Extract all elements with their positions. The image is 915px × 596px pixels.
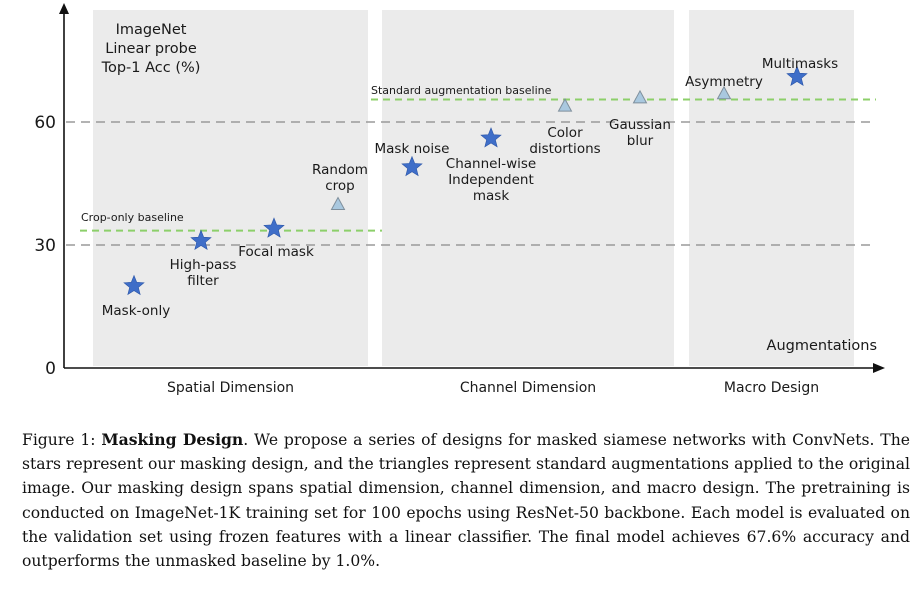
- baseline-label-crop-only-baseline: Crop-only baseline: [81, 211, 184, 224]
- data-label-focal-mask: Focal mask: [238, 244, 314, 260]
- y-tick-label-60: 60: [34, 113, 56, 133]
- region-macro-design: [689, 10, 854, 366]
- region-spatial-dimension: [93, 10, 368, 366]
- caption-body: . We propose a series of designs for mas…: [22, 431, 910, 571]
- caption-prefix: Figure 1:: [22, 431, 96, 449]
- y-axis-arrowhead: [59, 3, 69, 14]
- data-points: [123, 65, 808, 296]
- point-triangle-random-crop: [330, 196, 346, 210]
- point-star-multimasks: [786, 65, 808, 87]
- caption-title: Masking Design: [101, 430, 244, 449]
- x-axis-label: Augmentations: [767, 338, 877, 354]
- scatter-chart: Crop-only baseline Standard augmentation …: [34, 3, 885, 396]
- point-star-high-pass-filter: [190, 229, 212, 251]
- axes: [59, 3, 885, 373]
- data-label-multimasks: Multimasks: [762, 56, 838, 72]
- data-label-mask-noise: Mask noise: [375, 141, 450, 157]
- point-triangle-gaussian-blur: [632, 89, 648, 104]
- point-star-focal-mask: [263, 217, 285, 238]
- baselines: Crop-only baseline Standard augmentation …: [80, 84, 876, 232]
- y-tick-label-30: 30: [34, 236, 56, 256]
- region-labels: Spatial Dimension Channel Dimension Macro …: [167, 380, 819, 396]
- region-label-channel-dimension: Channel Dimension: [460, 380, 596, 396]
- point-star-mask-noise: [401, 155, 423, 177]
- baseline-label-standard-augmentation-baseline: Standard augmentation baseline: [371, 84, 552, 97]
- region-channel-dimension: [382, 10, 674, 366]
- data-label-mask-only: Mask-only: [102, 303, 170, 319]
- point-triangle-asymmetry: [716, 85, 732, 100]
- region-label-macro-design: Macro Design: [724, 380, 819, 396]
- x-axis-arrowhead: [873, 363, 885, 373]
- region-backgrounds: [93, 10, 854, 366]
- figure-caption: Figure 1: Masking Design. We propose a s…: [22, 428, 910, 573]
- y-tick-label-0: 0: [45, 359, 56, 379]
- data-label-asymmetry: Asymmetry: [685, 74, 763, 90]
- point-star-channel-wise-independent-mask: [480, 127, 502, 148]
- region-label-spatial-dimension: Spatial Dimension: [167, 380, 294, 396]
- y-tick-labels: 0 30 60: [34, 113, 56, 379]
- point-triangle-color-distortions: [557, 98, 573, 112]
- point-star-mask-only: [123, 274, 145, 296]
